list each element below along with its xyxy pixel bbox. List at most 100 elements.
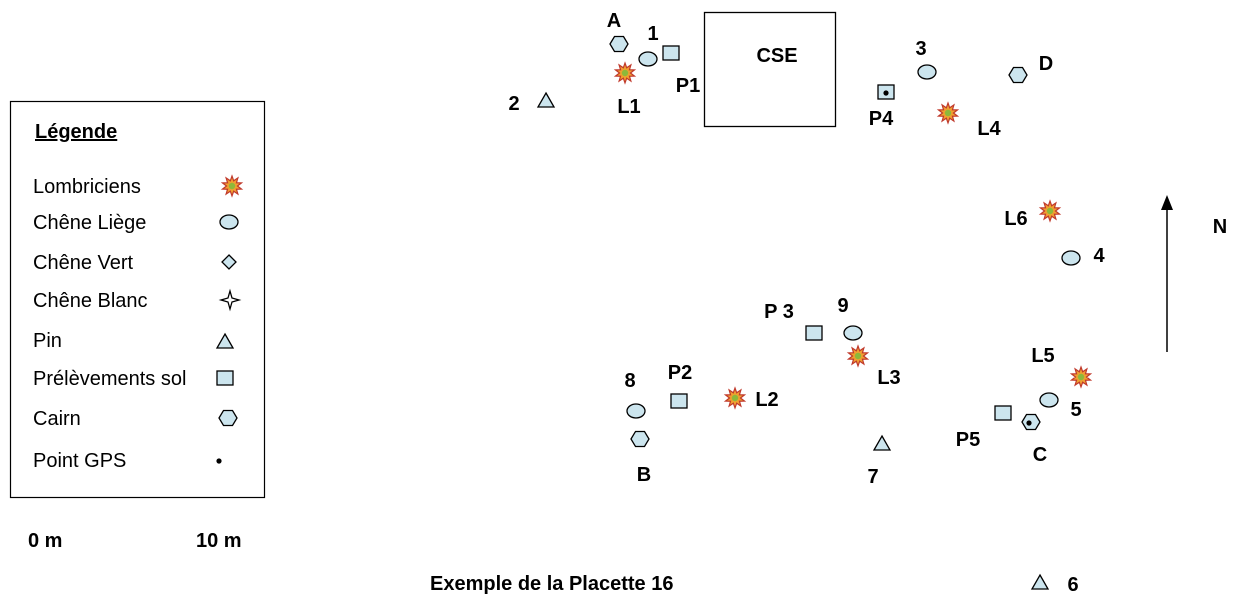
soil-sample-icon bbox=[994, 405, 1012, 421]
feature-label: B bbox=[637, 464, 651, 486]
feature-cork-oak-3: 3 bbox=[915, 38, 937, 80]
feature-label: L1 bbox=[617, 96, 640, 118]
cork-oak-icon bbox=[1061, 250, 1081, 266]
feature-cork-oak-4: 4 bbox=[1061, 245, 1105, 267]
legend-item-label: Point GPS bbox=[33, 450, 126, 472]
feature-cairn-a: A bbox=[607, 10, 629, 53]
feature-label: 4 bbox=[1093, 245, 1105, 267]
feature-label: P1 bbox=[676, 75, 700, 97]
gps-point-icon bbox=[883, 90, 889, 96]
cairn-icon bbox=[1008, 66, 1028, 84]
earthworm-icon bbox=[937, 102, 959, 124]
feature-pine-7: 7 bbox=[867, 435, 891, 488]
earthworm-icon bbox=[724, 387, 746, 409]
feature-label: 6 bbox=[1067, 574, 1078, 596]
legend-item-lombriciens: Lombriciens bbox=[33, 175, 243, 198]
legend-item-chene-blanc: Chêne Blanc bbox=[33, 290, 240, 312]
feature-earthworm-l6: L6 bbox=[1004, 200, 1061, 230]
soil-sample-icon bbox=[670, 393, 688, 409]
legend: Légende Lombriciens Chêne Liège Chêne Ve… bbox=[9, 100, 266, 499]
soil-sample-icon bbox=[805, 325, 823, 341]
feature-label: L5 bbox=[1031, 345, 1054, 367]
map-caption: Exemple de la Placette 16 bbox=[430, 573, 673, 595]
pine-icon bbox=[537, 92, 555, 108]
soil-sample-icon bbox=[216, 370, 234, 386]
legend-item-label: Cairn bbox=[33, 408, 81, 430]
legend-item-point-gps: Point GPS bbox=[33, 450, 222, 472]
legend-title: Légende bbox=[35, 121, 117, 143]
feature-pine-6: 6 bbox=[1031, 574, 1079, 596]
legend-item-label: Chêne Vert bbox=[33, 252, 134, 274]
feature-label: L6 bbox=[1004, 208, 1027, 230]
feature-cairn-c: C bbox=[1021, 413, 1047, 466]
feature-label: 2 bbox=[508, 93, 519, 115]
feature-cork-oak-1: 1 bbox=[638, 23, 659, 67]
earthworm-icon bbox=[847, 345, 869, 367]
cairn-icon bbox=[630, 430, 650, 448]
legend-item-label: Prélèvements sol bbox=[33, 368, 186, 390]
legend-item-label: Chêne Blanc bbox=[33, 290, 148, 312]
cork-oak-icon bbox=[1039, 392, 1059, 408]
feature-cairn-b: B bbox=[630, 430, 651, 486]
feature-label: A bbox=[607, 10, 621, 32]
north-arrow bbox=[1161, 195, 1173, 352]
building-label: CSE bbox=[756, 45, 797, 67]
earthworm-icon bbox=[1039, 200, 1061, 222]
pine-icon bbox=[873, 435, 891, 451]
earthworm-icon bbox=[614, 62, 636, 84]
legend-item-label: Chêne Liège bbox=[33, 212, 146, 234]
soil-sample-icon bbox=[662, 45, 680, 61]
cork-oak-icon bbox=[843, 325, 863, 341]
feature-earthworm-l2: L2 bbox=[724, 387, 779, 411]
feature-earthworm-l5: L5 bbox=[1031, 345, 1092, 388]
feature-earthworm-l4: L4 bbox=[937, 102, 1002, 140]
feature-label: C bbox=[1033, 444, 1047, 466]
legend-item-label: Lombriciens bbox=[33, 176, 141, 198]
north-arrow-head-icon bbox=[1161, 195, 1173, 210]
legend-item-label: Pin bbox=[33, 330, 62, 352]
feature-label: 1 bbox=[647, 23, 658, 45]
feature-label: 3 bbox=[915, 38, 926, 60]
feature-label: 5 bbox=[1070, 399, 1081, 421]
feature-label: P2 bbox=[668, 362, 692, 384]
scale-end-label: 10 m bbox=[196, 530, 242, 552]
cork-oak-icon bbox=[626, 403, 646, 419]
legend-item-chene-liege: Chêne Liège bbox=[33, 212, 239, 234]
legend-item-pin: Pin bbox=[33, 330, 234, 352]
feature-earthworm-l3: L3 bbox=[847, 345, 901, 389]
feature-cork-oak-8: 8 bbox=[624, 370, 646, 419]
feature-cork-oak-9: 9 bbox=[837, 295, 863, 341]
feature-label: P5 bbox=[956, 429, 980, 451]
cairn-icon bbox=[609, 35, 629, 53]
feature-label: P 3 bbox=[764, 301, 794, 323]
feature-label: L3 bbox=[877, 367, 900, 389]
feature-soil-sample-p3: P 3 bbox=[764, 301, 823, 341]
feature-label: L2 bbox=[755, 389, 778, 411]
feature-soil-sample-p5: P5 bbox=[956, 405, 1012, 451]
feature-pine-2: 2 bbox=[508, 92, 555, 115]
pine-icon bbox=[1031, 574, 1049, 590]
cairn-icon bbox=[218, 409, 238, 427]
building-outline bbox=[703, 11, 837, 128]
scale-bar: 0 m 10 m bbox=[28, 530, 242, 552]
feature-label: D bbox=[1039, 53, 1053, 75]
earthworm-icon bbox=[1070, 366, 1092, 388]
feature-label: L4 bbox=[977, 118, 1001, 140]
cork-oak-icon bbox=[638, 51, 658, 67]
gps-point-icon bbox=[1026, 420, 1032, 426]
feature-label: 8 bbox=[624, 370, 635, 392]
feature-soil-sample-p4: P4 bbox=[869, 84, 895, 130]
feature-soil-sample-p1: P1 bbox=[662, 45, 700, 97]
legend-item-prelevements-sol: Prélèvements sol bbox=[33, 368, 234, 390]
cse-building: CSE bbox=[703, 11, 837, 128]
north-label: N bbox=[1213, 216, 1227, 238]
feature-label: 7 bbox=[867, 466, 878, 488]
cork-oak-icon bbox=[917, 64, 937, 80]
legend-item-chene-vert: Chêne Vert bbox=[33, 252, 237, 274]
feature-label: P4 bbox=[869, 108, 894, 130]
feature-label: 9 bbox=[837, 295, 848, 317]
gps-point-icon bbox=[216, 458, 222, 464]
cork-oak-icon bbox=[219, 214, 239, 230]
